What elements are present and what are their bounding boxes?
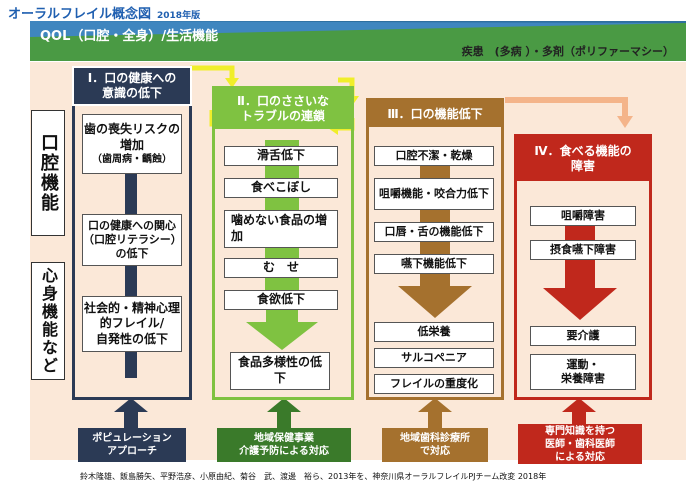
- appetite-decline-box: 食欲低下: [224, 290, 338, 310]
- frailty-severe-box: フレイルの重度化: [374, 374, 494, 394]
- food-diversity-box: 食品多様性の低下: [230, 352, 330, 390]
- column-4: [514, 134, 652, 400]
- choking-box: む せ: [224, 258, 338, 278]
- dysphagia-box: 摂食嚥下障害: [530, 240, 636, 260]
- column-2: [212, 86, 354, 400]
- column-3-header: Ⅲ．口の機能低下: [369, 101, 501, 127]
- social-frailty-box: 社会的・精神心理的フレイル/自発性の低下: [82, 296, 182, 352]
- footer-specialist: 専門知識を持つ医師・歯科医師による対応: [518, 424, 642, 464]
- tooth-loss-risk-box: 歯の喪失リスクの増加（歯周病・齲蝕）: [82, 114, 182, 174]
- credit-line: 鈴木隆雄、飯島勝矢、平野浩彦、小原由紀、菊谷 武、渡邊 裕ら、2013年を、神奈…: [80, 472, 547, 481]
- chewing-disorder-box: 咀嚼障害: [530, 206, 636, 226]
- column-4-header: Ⅳ．食べる機能の障害: [517, 137, 649, 181]
- qol-label: QOL（口腔・全身）/生活機能: [40, 29, 219, 44]
- column-3: [366, 98, 504, 400]
- oral-literacy-box: 口の健康への関心（口腔リテラシー）の低下: [82, 214, 182, 266]
- footer-population-approach: ポピュレーションアプローチ: [78, 428, 186, 462]
- swallowing-decline-box: 嚥下機能低下: [374, 254, 494, 274]
- chewing-function-box: 咀嚼機能・咬合力低下: [374, 178, 494, 210]
- sarcopenia-box: サルコペニア: [374, 348, 494, 368]
- motor-nutrition-box: 運動・栄養障害: [530, 354, 636, 390]
- side-label-oral: 口腔機能: [31, 110, 65, 236]
- column-2-header: Ⅱ．口のささいなトラブルの連鎖: [215, 89, 351, 129]
- column-1-header: Ⅰ．口の健康への意識の低下: [72, 66, 192, 106]
- care-needed-box: 要介護: [530, 326, 636, 346]
- oral-hygiene-box: 口腔不潔・乾燥: [374, 146, 494, 166]
- side-label-mind: 心身機能など: [31, 262, 65, 380]
- unchewable-food-box: 噛めない食品の増加: [224, 210, 338, 248]
- qol-banner: [30, 21, 686, 61]
- spilling-food-box: 食べこぼし: [224, 178, 338, 198]
- footer-community-health: 地域保健事業介護予防による対応: [217, 428, 351, 462]
- lip-tongue-box: 口唇・舌の機能低下: [374, 222, 494, 242]
- disease-label: 疾患 (多病 ）・多剤（ポリファーマシー）: [461, 45, 674, 58]
- footer-dental-clinic: 地域歯科診療所で対応: [382, 428, 488, 462]
- undernutrition-box: 低栄養: [374, 322, 494, 342]
- articulation-decline-box: 滑舌低下: [224, 146, 338, 166]
